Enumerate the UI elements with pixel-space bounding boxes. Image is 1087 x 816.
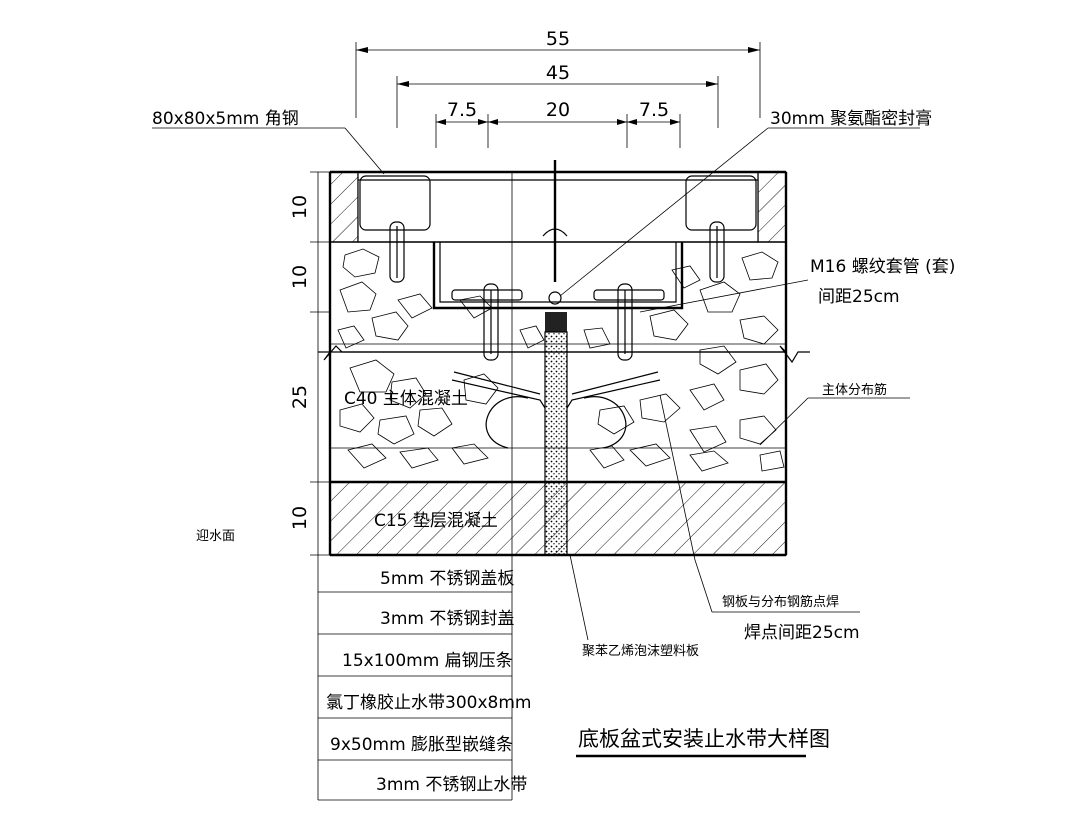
label-weld-spacing: 焊点间距25cm xyxy=(744,623,860,643)
label-main-rebar: 主体分布筋 xyxy=(822,382,887,398)
vdim-3: 25 xyxy=(289,385,311,409)
vertical-dimension-lines xyxy=(310,171,330,556)
label-water-face: 迎水面 xyxy=(196,529,235,544)
label-seal-cord: 30mm 聚氨酯密封膏 xyxy=(770,108,932,129)
label-bolt-spacing: 间距25cm xyxy=(818,287,900,307)
dimension-lines xyxy=(355,42,761,148)
legend-item-4: 氯丁橡胶止水带300x8mm xyxy=(326,693,531,713)
drawing-title: 底板盆式安装止水带大样图 xyxy=(578,727,830,751)
legend-item-3: 15x100mm 扁钢压条 xyxy=(342,651,513,671)
label-foam-board: 聚苯乙烯泡沫塑料板 xyxy=(582,644,699,659)
legend-table xyxy=(317,172,513,801)
leader-lines xyxy=(152,127,920,641)
water-stop-wings xyxy=(451,371,661,449)
dim-center: 20 xyxy=(546,99,570,121)
legend-item-1: 5mm 不锈钢盖板 xyxy=(380,569,514,589)
vdim-4: 10 xyxy=(289,506,311,530)
dim-right-gap: 7.5 xyxy=(639,99,669,121)
label-angle-steel: 80x80x5mm 角钢 xyxy=(152,109,299,129)
vdim-2: 10 xyxy=(289,265,311,289)
vdim-1: 10 xyxy=(289,195,311,219)
legend-item-6: 3mm 不锈钢止水带 xyxy=(376,775,527,795)
dim-left-gap: 7.5 xyxy=(447,99,477,121)
label-weld-note: 钢板与分布钢筋点焊 xyxy=(722,594,839,610)
label-c40: C40 主体混凝土 xyxy=(344,389,468,409)
anchor-bolts xyxy=(389,221,725,361)
label-bolt-sleeve: M16 螺纹套管 (套) xyxy=(810,257,955,277)
legend-item-5: 9x50mm 膨胀型嵌缝条 xyxy=(330,735,513,755)
dim-inner: 45 xyxy=(546,62,570,84)
label-c15: C15 垫层混凝土 xyxy=(374,511,498,531)
foam-strip xyxy=(544,312,568,556)
dim-overall: 55 xyxy=(546,28,570,50)
legend-item-2: 3mm 不锈钢封盖 xyxy=(380,609,514,629)
cover-plate-assembly xyxy=(358,160,758,310)
